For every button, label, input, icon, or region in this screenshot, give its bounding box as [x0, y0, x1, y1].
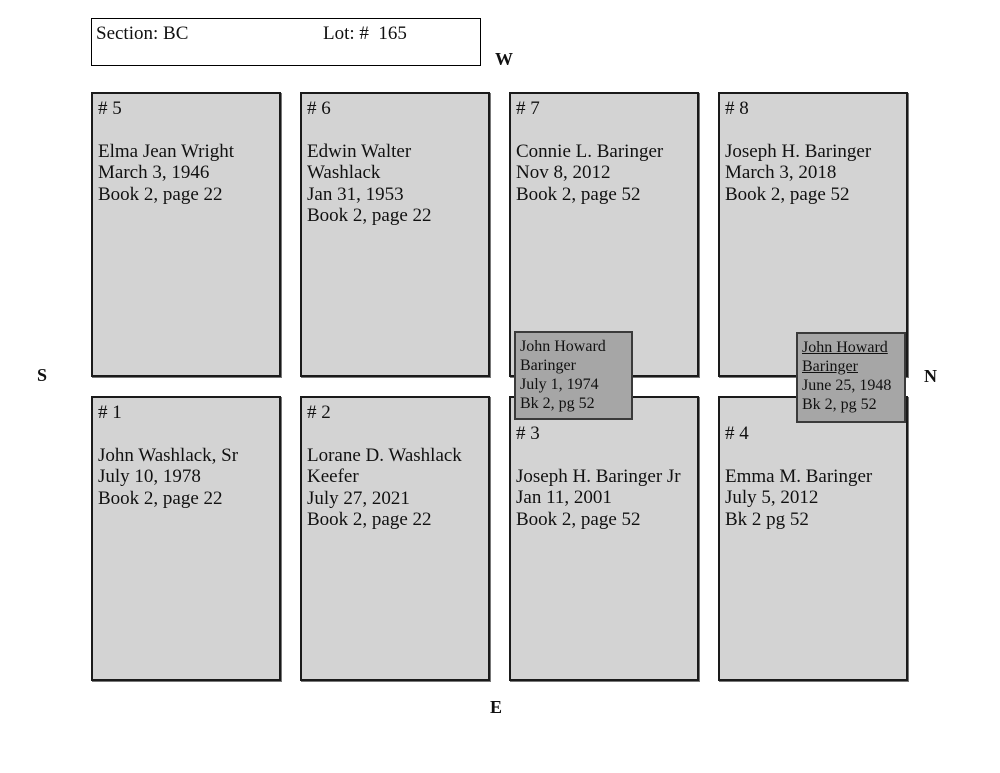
- lot-header-box: Section: BC Lot: # 165: [91, 18, 481, 66]
- plot-name-cont: Keefer: [307, 466, 359, 487]
- note-date: July 1, 1974: [520, 376, 599, 393]
- plot-8[interactable]: # 8 Joseph H. Baringer March 3, 2018 Boo…: [718, 92, 908, 377]
- compass-north: N: [924, 366, 937, 386]
- plot-note-8-4[interactable]: John Howard Baringer June 25, 1948 Bk 2,…: [796, 332, 906, 423]
- note-name-cont: Baringer: [802, 358, 858, 375]
- plot-date: Jan 11, 2001: [516, 487, 612, 508]
- plot-number: # 5: [98, 98, 122, 119]
- plot-name: Joseph H. Baringer: [725, 140, 872, 162]
- plot-date: March 3, 1946: [98, 162, 210, 183]
- plot-name-cont: Washlack: [307, 162, 381, 183]
- plot-name: Connie L. Baringer: [516, 140, 664, 162]
- plot-name: Emma M. Baringer: [725, 465, 873, 487]
- plot-record: Book 2, page 52: [516, 183, 641, 205]
- note-record: Bk 2, pg 52: [520, 395, 595, 412]
- note-name: John Howard: [520, 338, 606, 355]
- plot-4[interactable]: # 4 Emma M. Baringer July 5, 2012 Bk 2 p…: [718, 396, 908, 681]
- plot-date: July 10, 1978: [98, 466, 201, 487]
- compass-south: S: [37, 365, 48, 385]
- plot-number: # 2: [307, 402, 331, 423]
- plot-date: Jan 31, 1953: [307, 183, 404, 205]
- compass-west: W: [495, 49, 513, 69]
- compass-east: E: [490, 697, 503, 717]
- plot-record: Book 2, page 52: [725, 183, 850, 205]
- plot-number: # 7: [516, 98, 540, 119]
- plot-number: # 8: [725, 98, 749, 119]
- plot-date: July 27, 2021: [307, 487, 410, 509]
- plot-record: Book 2, page 22: [98, 183, 223, 205]
- lot-number-label: Lot: # 165: [323, 23, 407, 44]
- plot-note-7-3[interactable]: John Howard Baringer July 1, 1974 Bk 2, …: [514, 331, 633, 420]
- plot-date: March 3, 2018: [725, 162, 837, 183]
- note-record: Bk 2, pg 52: [802, 396, 877, 413]
- plot-name: Lorane D. Washlack: [307, 444, 462, 466]
- plot-number: # 6: [307, 98, 331, 119]
- plot-date: July 5, 2012: [725, 487, 819, 508]
- plot-name: Elma Jean Wright: [98, 140, 235, 162]
- plot-1[interactable]: # 1 John Washlack, Sr July 10, 1978 Book…: [91, 396, 281, 681]
- note-name: John Howard: [802, 339, 888, 356]
- note-name-cont: Baringer: [520, 357, 576, 374]
- note-date: June 25, 1948: [802, 377, 892, 394]
- plot-name: John Washlack, Sr: [98, 444, 239, 466]
- plot-record: Bk 2 pg 52: [725, 508, 809, 530]
- plot-date: Nov 8, 2012: [516, 162, 611, 183]
- plot-name: Edwin Walter: [307, 140, 412, 162]
- plot-number: # 1: [98, 402, 122, 423]
- plot-name: Joseph H. Baringer Jr: [516, 465, 681, 487]
- section-label: Section: BC: [96, 23, 189, 44]
- plot-number: # 4: [725, 423, 749, 444]
- plot-3[interactable]: # 3 Joseph H. Baringer Jr Jan 11, 2001 B…: [509, 396, 699, 681]
- plot-6[interactable]: # 6 Edwin Walter Washlack Jan 31, 1953 B…: [300, 92, 490, 377]
- plot-number: # 3: [516, 423, 540, 444]
- plot-record: Book 2, page 22: [307, 509, 432, 530]
- plot-record: Book 2, page 52: [516, 508, 641, 530]
- plot-record: Book 2, page 22: [307, 205, 432, 226]
- plot-record: Book 2, page 22: [98, 487, 223, 509]
- plot-5[interactable]: # 5 Elma Jean Wright March 3, 1946 Book …: [91, 92, 281, 377]
- plot-2[interactable]: # 2 Lorane D. Washlack Keefer July 27, 2…: [300, 396, 490, 681]
- plot-7[interactable]: # 7 Connie L. Baringer Nov 8, 2012 Book …: [509, 92, 699, 377]
